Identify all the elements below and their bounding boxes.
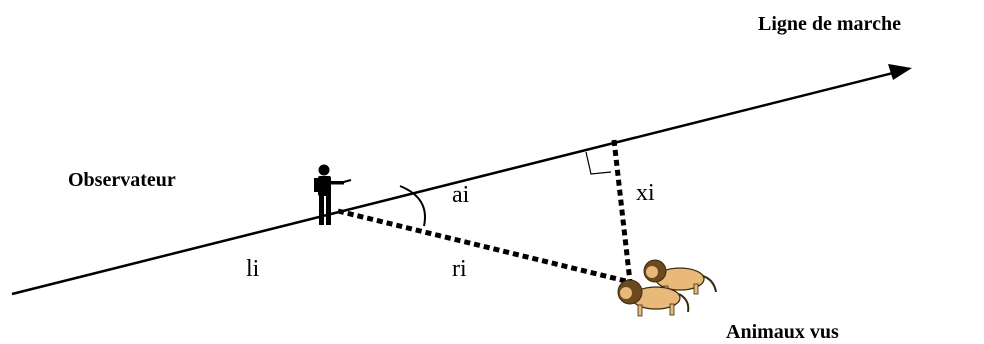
- observer-silhouette-icon: [314, 164, 352, 225]
- walk-line-arrowhead: [888, 64, 912, 80]
- lion-icon: [617, 279, 690, 317]
- angle-label: ai: [452, 182, 470, 208]
- observer-label: Observateur: [68, 169, 176, 191]
- lion-pair-icon: [617, 259, 717, 317]
- walk-line: [11, 68, 906, 296]
- radial-distance-line: [337, 208, 631, 285]
- animals-label: Animaux vus: [726, 321, 839, 343]
- radial-distance-label: ri: [452, 256, 467, 282]
- right-angle-marker: [585, 151, 612, 175]
- perpendicular-distance-label: xi: [636, 180, 655, 206]
- angle-arc: [399, 185, 426, 227]
- perpendicular-distance-line: [611, 139, 633, 283]
- line-segment-label: li: [246, 256, 260, 282]
- walk-line-label: Ligne de marche: [758, 13, 901, 35]
